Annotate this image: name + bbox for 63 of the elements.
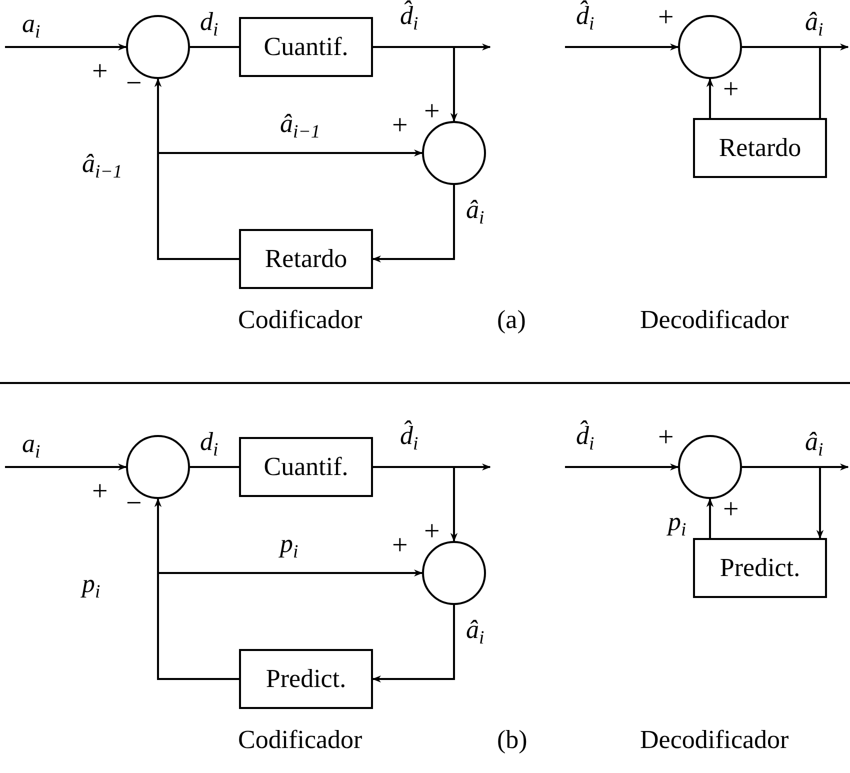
caption: Decodificador <box>640 306 789 335</box>
caption: Decodificador <box>640 726 789 755</box>
connector-line <box>742 46 821 118</box>
signal-label: â$_{i}$ <box>466 616 484 645</box>
signal-label: a$_{i}$ <box>22 430 40 459</box>
connector-line <box>190 46 239 48</box>
signal-label: d̂$_{i}$ <box>576 2 594 31</box>
signal-label: d̂$_{i}$ <box>576 422 594 451</box>
signal-label: d$_{i}$ <box>200 8 218 37</box>
sign-label: − <box>126 70 142 98</box>
signal-label: d$_{i}$ <box>200 428 218 457</box>
summing-junction <box>126 15 190 79</box>
process-box: Predict. <box>693 538 827 598</box>
process-box: Predict. <box>239 649 373 709</box>
summing-junction <box>678 15 742 79</box>
sign-label: + <box>392 532 408 560</box>
signal-label: p$_{i}$ <box>82 570 100 599</box>
signal-label: p$_{i}$ <box>280 530 298 559</box>
sign-label: + <box>92 58 108 86</box>
summing-junction <box>678 435 742 499</box>
sign-label: − <box>126 490 142 518</box>
arrow <box>154 498 239 680</box>
arrow <box>373 46 458 122</box>
process-box: Cuantif. <box>239 17 373 77</box>
process-box: Retardo <box>239 229 373 289</box>
process-box: Cuantif. <box>239 437 373 497</box>
process-box: Retardo <box>693 118 827 178</box>
arrow <box>742 466 824 539</box>
arrow <box>154 78 239 260</box>
signal-label: a$_{i}$ <box>22 10 40 39</box>
caption: Codificador <box>238 726 362 755</box>
arrow <box>372 605 455 683</box>
signal-label: p$_{i}$ <box>668 508 686 537</box>
signal-label: â$_{i}$ <box>805 428 824 457</box>
sign-label: + <box>392 112 408 140</box>
sign-label: + <box>92 478 108 506</box>
sign-label: + <box>424 518 440 546</box>
arrow <box>5 463 127 471</box>
summing-junction <box>422 121 486 185</box>
arrow <box>5 43 127 51</box>
signal-label: d̂$_{i}$ <box>400 422 418 451</box>
summing-junction <box>422 541 486 605</box>
arrow <box>565 463 679 471</box>
signal-label: â$_{i−1}$ <box>82 150 122 179</box>
caption: Codificador <box>238 306 362 335</box>
sign-label: + <box>424 98 440 126</box>
arrow <box>565 43 679 51</box>
sign-label: + <box>723 496 739 524</box>
signal-label: â$_{i−1}$ <box>280 110 320 139</box>
sign-label: + <box>723 76 739 104</box>
sign-label: + <box>658 4 674 32</box>
signal-label: â$_{i}$ <box>466 196 484 225</box>
caption: (b) <box>497 726 528 755</box>
arrow <box>372 185 455 263</box>
signal-label: d̂$_{i}$ <box>400 2 418 31</box>
arrow <box>706 78 714 118</box>
summing-junction <box>126 435 190 499</box>
sign-label: + <box>658 424 674 452</box>
signal-label: â$_{i}$ <box>805 8 824 37</box>
connector-line <box>190 466 239 468</box>
arrow <box>706 498 714 538</box>
caption: (a) <box>497 306 526 335</box>
arrow <box>373 466 458 542</box>
